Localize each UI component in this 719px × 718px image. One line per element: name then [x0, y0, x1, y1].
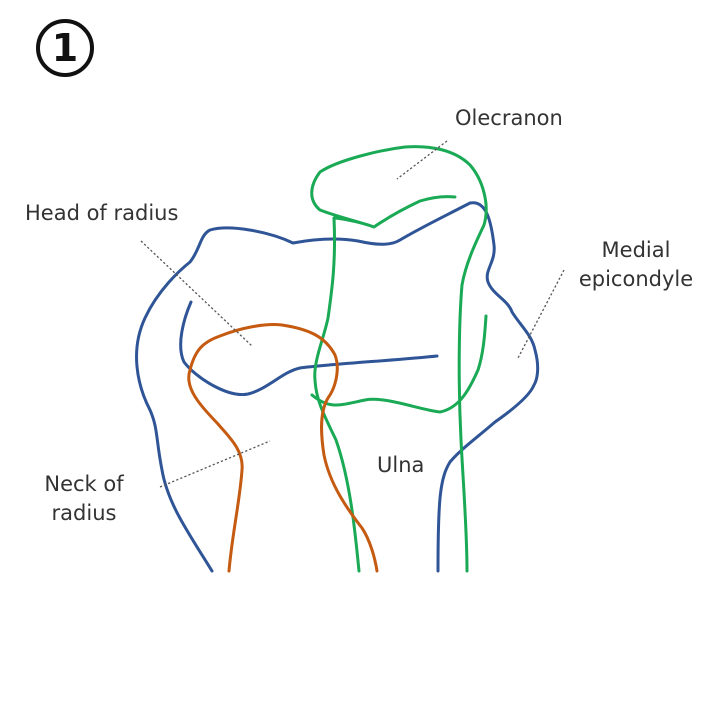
label-neck-of-radius-line2: radius — [51, 501, 117, 525]
neck-of-radius-leader-line — [159, 440, 271, 488]
humerus-outline — [135, 201, 540, 573]
ulna-outline — [310, 145, 488, 573]
label-head-of-radius: Head of radius — [25, 201, 179, 225]
label-olecranon: Olecranon — [455, 106, 563, 130]
label-medial-epicondyle-line1: Medial — [601, 238, 671, 262]
humerus-inner-line — [179, 300, 439, 396]
medial-epicondyle-leader-line — [517, 269, 565, 359]
olecranon-leader-line — [396, 140, 448, 180]
head-of-radius-leader-line — [140, 240, 253, 347]
figure-number: 1 — [51, 26, 79, 70]
figure-number-badge: 1 — [36, 19, 94, 77]
radius-outline — [187, 323, 379, 573]
label-medial-epicondyle: Medial epicondyle — [575, 236, 697, 294]
label-ulna: Ulna — [377, 453, 425, 477]
label-neck-of-radius: Neck of radius — [38, 470, 130, 528]
label-medial-epicondyle-line2: epicondyle — [578, 267, 694, 291]
label-neck-of-radius-line1: Neck of — [44, 472, 124, 496]
